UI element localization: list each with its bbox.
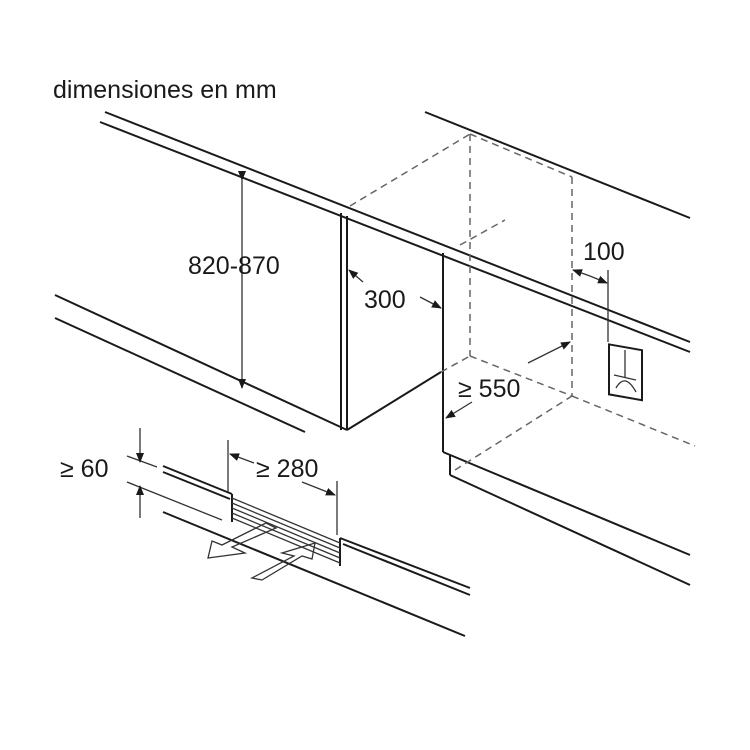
side-gap-label: 300 <box>364 286 406 314</box>
airflow-in-arrow-icon <box>250 542 316 581</box>
power-socket-icon <box>608 343 643 402</box>
vent-width-arrow-left <box>229 453 255 464</box>
depth-label: ≥ 550 <box>458 375 520 403</box>
vent-height-label: ≥ 60 <box>60 455 108 483</box>
left-cabinet <box>54 213 442 433</box>
side-gap-arrow-left <box>348 269 364 283</box>
socket-offset-arrow-right <box>589 275 608 284</box>
appliance-niche-outline <box>349 133 696 471</box>
ventilation-grille <box>231 497 341 564</box>
socket-offset-arrow-left <box>572 269 591 277</box>
depth-arrow-back <box>527 341 571 364</box>
vent-width-arrow-right <box>301 481 336 496</box>
units-caption: dimensiones en mm <box>53 76 277 104</box>
side-gap-arrow-right <box>419 296 442 309</box>
depth-arrow-front <box>445 401 473 419</box>
socket-offset-label: 100 <box>583 238 625 266</box>
right-cabinet <box>442 253 691 586</box>
worktop <box>99 111 691 353</box>
airflow-out-arrow-icon <box>207 522 278 559</box>
plinth <box>126 455 471 637</box>
vent-width-label: ≥ 280 <box>256 455 318 483</box>
height-label: 820-870 <box>188 252 280 280</box>
